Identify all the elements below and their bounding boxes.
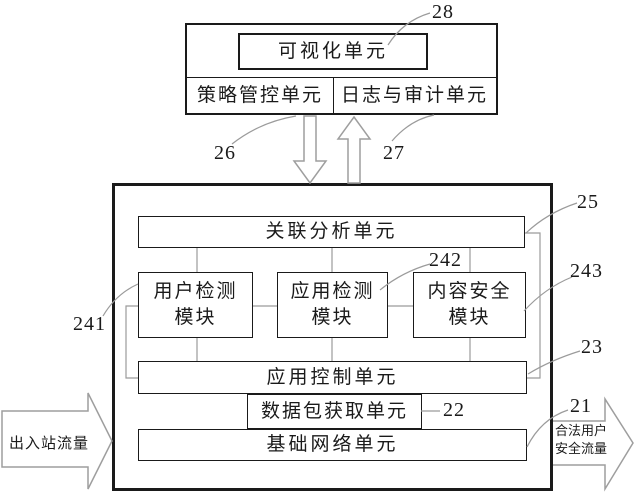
leader-line-27 — [391, 114, 435, 142]
visualization-unit-label: 可视化单元 — [277, 40, 388, 62]
correlation-analysis-unit-box: 关联分析单元 — [138, 216, 525, 248]
log-audit-unit-label: 日志与审计单元 — [340, 84, 488, 106]
app-detection-module-label-line2: 模块 — [311, 307, 354, 328]
inbound-traffic-label: 出入站流量 — [8, 436, 89, 452]
log-audit-unit-cell: 日志与审计单元 — [334, 79, 495, 112]
user-detection-module-box: 用户检测 模块 — [138, 272, 253, 338]
app-control-unit-label: 应用控制单元 — [266, 366, 399, 388]
app-detection-module-label-line1: 应用检测 — [290, 281, 375, 303]
ref-241-label: 241 — [73, 313, 106, 335]
ref-27-label: 27 — [383, 142, 405, 164]
packet-capture-unit-box: 数据包获取单元 — [247, 394, 422, 429]
content-security-module-label-line2: 模块 — [448, 307, 491, 328]
user-detection-module-label-line1: 用户检测 — [153, 281, 238, 303]
app-control-unit-box: 应用控制单元 — [138, 361, 527, 394]
content-security-module-box: 内容安全 模块 — [413, 272, 526, 338]
content-security-module-label-line1: 内容安全 — [427, 281, 512, 303]
ref-25-label: 25 — [577, 191, 599, 213]
uplink-flow-arrow — [336, 115, 372, 184]
ref-23-label: 23 — [581, 336, 603, 358]
ref-26-label: 26 — [214, 142, 236, 164]
ref-243-label: 243 — [570, 260, 603, 282]
base-network-unit-label: 基础网络单元 — [266, 434, 399, 456]
outbound-traffic-label-line1: 合法用户 — [554, 423, 607, 438]
panel-row-divider — [187, 77, 496, 78]
downlink-flow-arrow — [292, 115, 328, 185]
leader-line-26 — [231, 115, 297, 145]
ref-22-label: 22 — [443, 399, 465, 421]
policy-control-unit-label: 策略管控单元 — [196, 84, 323, 106]
ref-21-label: 21 — [570, 395, 592, 417]
app-detection-module-box: 应用检测 模块 — [277, 272, 388, 338]
panel-cell-divider — [333, 78, 334, 113]
base-network-unit-box: 基础网络单元 — [138, 429, 527, 461]
policy-control-unit-cell: 策略管控单元 — [187, 79, 333, 112]
correlation-analysis-unit-label: 关联分析单元 — [265, 221, 398, 243]
ref-242-label: 242 — [429, 249, 462, 271]
visualization-unit-box: 可视化单元 — [238, 33, 428, 70]
outbound-traffic-label: 合法用户 安全流量 — [554, 422, 608, 458]
packet-capture-unit-label: 数据包获取单元 — [260, 400, 408, 422]
outbound-traffic-label-line2: 安全流量 — [554, 441, 607, 456]
ref-28-label: 28 — [432, 1, 454, 23]
user-detection-module-label-line2: 模块 — [174, 307, 217, 328]
